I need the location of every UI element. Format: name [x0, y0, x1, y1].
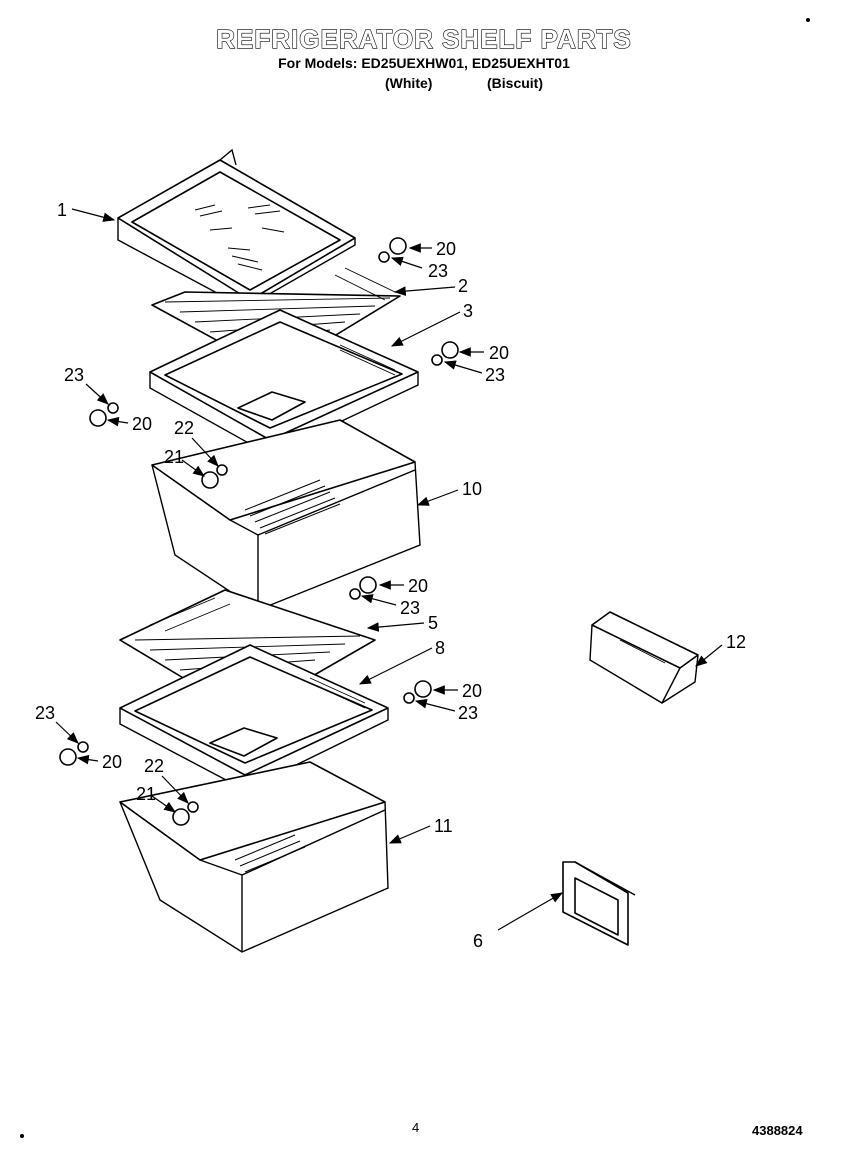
- part-12-bin: [589, 611, 699, 704]
- callout-1: 1: [57, 200, 67, 220]
- callout-21: 21: [164, 447, 184, 467]
- hardware-fasteners: [59, 237, 459, 826]
- part-8-crisper-frame: [119, 644, 389, 791]
- callout-20: 20: [102, 752, 122, 772]
- callout-23: 23: [35, 703, 55, 723]
- corner-mark: [806, 18, 810, 22]
- callout-3: 3: [463, 301, 473, 321]
- model-numbers: For Models: ED25UEXHW01, ED25UEXHT01: [278, 55, 570, 71]
- callout-20: 20: [132, 414, 152, 434]
- callout-23: 23: [400, 598, 420, 618]
- callout-5: 5: [428, 613, 438, 633]
- callout-2: 2: [458, 276, 468, 296]
- callout-20: 20: [462, 681, 482, 701]
- callout-12: 12: [726, 632, 746, 652]
- document-number: 4388824: [752, 1123, 803, 1138]
- callout-23: 23: [428, 261, 448, 281]
- callout-20: 20: [436, 239, 456, 259]
- callout-23: 23: [485, 365, 505, 385]
- callout-11: 11: [434, 816, 453, 836]
- part-11-crisper-drawer: [119, 761, 389, 953]
- callout-22: 22: [144, 756, 164, 776]
- callout-21: 21: [136, 784, 156, 804]
- part-6-label-holder: [562, 861, 636, 946]
- corner-mark: [20, 1134, 24, 1138]
- page-title: REFRIGERATOR SHELF PARTS: [216, 23, 632, 54]
- callout-20: 20: [489, 343, 509, 363]
- part-1-glass-shelf: [117, 148, 356, 309]
- callout-labels: 1 20 23 2 3 20 23 23 20 22 21 10 20 23 5…: [35, 200, 746, 951]
- callout-10: 10: [462, 479, 482, 499]
- variant-white: (White): [385, 75, 433, 91]
- callout-23: 23: [64, 365, 84, 385]
- leader-lines: [55, 208, 723, 931]
- callout-6: 6: [473, 931, 483, 951]
- part-3-crisper-frame: [149, 309, 419, 456]
- callout-20: 20: [408, 576, 428, 596]
- callout-8: 8: [435, 638, 445, 658]
- callout-22: 22: [174, 418, 194, 438]
- part-10-crisper-drawer: [151, 419, 421, 611]
- variant-biscuit: (Biscuit): [487, 75, 543, 91]
- page-number: 4: [412, 1120, 420, 1135]
- callout-23: 23: [458, 703, 478, 723]
